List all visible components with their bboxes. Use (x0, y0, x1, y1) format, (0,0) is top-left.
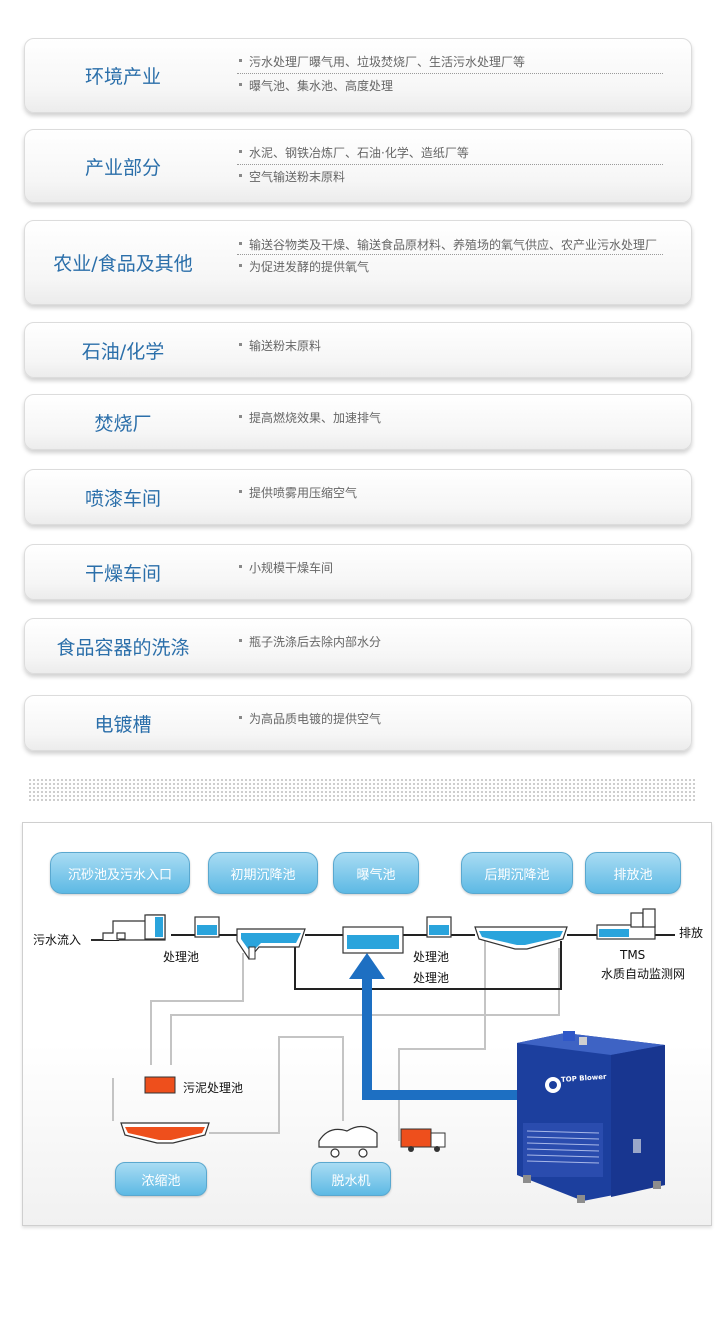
stage-primary-settling: 初期沉降池 (208, 852, 318, 894)
process-diagram: 沉砂池及污水入口 初期沉降池 曝气池 后期沉降池 排放池 浓缩池 脱水机 污水流… (22, 822, 712, 1226)
label-inflow: 污水流入 (33, 933, 82, 947)
application-card: 喷漆车间 提供喷雾用压缩空气 (24, 469, 692, 525)
stage-dewater: 脱水机 (311, 1162, 391, 1196)
card-title: 食品容器的洗涤 (56, 636, 190, 659)
card-title: 喷漆车间 (84, 487, 161, 510)
application-card: 电镀槽 为高品质电镀的提供空气 (24, 695, 692, 751)
card-title: 电镀槽 (94, 713, 152, 736)
card-item: 输送谷物类及干燥、输送食品原材料、养殖场的氧气供应、农产业污水处理厂 (237, 238, 663, 252)
card-title: 农业/食品及其他 (53, 253, 193, 275)
application-card: 产业部分 水泥、钢铁冶炼厂、石油·化学、造纸厂等 空气输送粉末原料 (24, 129, 692, 203)
card-item: 提供喷雾用压缩空气 (237, 486, 663, 500)
card-item: 为促进发酵的提供氧气 (237, 260, 663, 274)
label-tms: TMS (620, 948, 646, 962)
card-item: 小规模干燥车间 (237, 561, 663, 575)
card-item: 污水处理厂曝气用、垃圾焚烧厂、生活污水处理厂等 (237, 55, 663, 69)
application-card: 食品容器的洗涤 瓶子洗涤后去除内部水分 (24, 618, 692, 674)
card-title: 焚烧厂 (94, 412, 152, 435)
stage-aeration: 曝气池 (333, 852, 419, 894)
card-item: 曝气池、集水池、高度处理 (237, 79, 663, 93)
application-card: 环境产业 污水处理厂曝气用、垃圾焚烧厂、生活污水处理厂等 曝气池、集水池、高度处… (24, 38, 692, 113)
label-treatment-3: 处理池 (413, 971, 450, 985)
label-treatment-1: 处理池 (163, 950, 200, 964)
card-item: 提高燃烧效果、加速排气 (237, 411, 663, 425)
label-tms-desc: 水质自动监测网 (601, 967, 686, 981)
application-card: 干燥车间 小规模干燥车间 (24, 544, 692, 600)
card-item: 为高品质电镀的提供空气 (237, 712, 663, 726)
card-title: 石油/化学 (81, 340, 165, 363)
label-discharge: 排放 (679, 926, 704, 940)
stage-secondary-settling: 后期沉降池 (461, 852, 573, 894)
card-item: 瓶子洗涤后去除内部水分 (237, 635, 663, 649)
label-treatment-2: 处理池 (413, 950, 450, 964)
card-title: 产业部分 (84, 156, 161, 179)
stage-discharge-tank: 排放池 (585, 852, 681, 894)
application-card: 石油/化学 输送粉末原料 (24, 322, 692, 378)
dotted-divider (28, 778, 696, 802)
label-sludge: 污泥处理池 (183, 1081, 244, 1095)
application-card: 农业/食品及其他 输送谷物类及干燥、输送食品原材料、养殖场的氧气供应、农产业污水… (24, 220, 692, 305)
application-card: 焚烧厂 提高燃烧效果、加速排气 (24, 394, 692, 450)
card-title: 环境产业 (84, 66, 161, 88)
process-flow-graphic (91, 908, 675, 1203)
card-item: 空气输送粉末原料 (237, 170, 663, 184)
card-item: 输送粉末原料 (237, 339, 663, 353)
card-item: 水泥、钢铁冶炼厂、石油·化学、造纸厂等 (237, 146, 663, 160)
card-title: 干燥车间 (84, 562, 161, 585)
stage-grit: 沉砂池及污水入口 (50, 852, 190, 894)
stage-thickener: 浓缩池 (115, 1162, 207, 1196)
